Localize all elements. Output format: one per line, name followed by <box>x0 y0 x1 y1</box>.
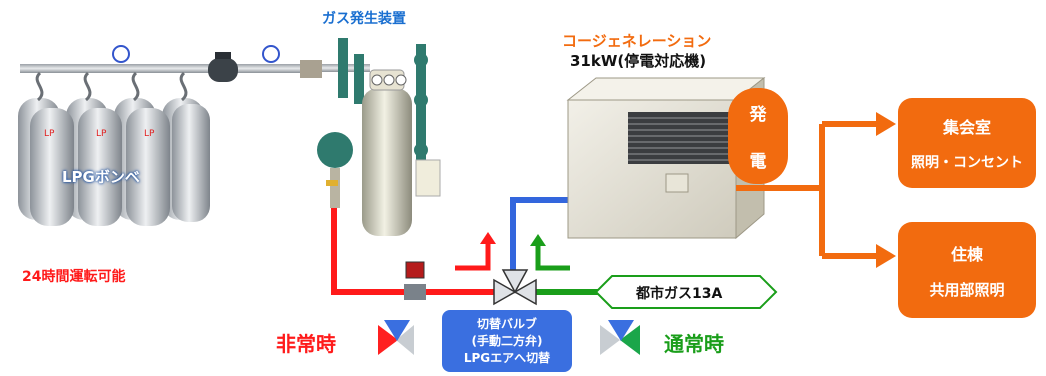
lpg-cylinders: LP LP LP <box>18 45 320 226</box>
header-pipe <box>20 64 320 73</box>
header-valves <box>208 52 322 82</box>
lp-tag-2: LP <box>96 129 107 139</box>
normal-valve-icon <box>600 320 640 355</box>
valve-info-line1: 切替バルブ <box>476 316 537 331</box>
emergency-mode-label: 非常時 <box>276 332 336 356</box>
cogeneration-title: コージェネレーション <box>562 32 712 50</box>
cogen-supply-pipe <box>510 197 568 276</box>
city-gas-label: 都市ガス13A <box>636 286 723 302</box>
pressure-gauge-1 <box>112 45 130 63</box>
unit-grille <box>628 112 732 164</box>
power-badge: 発 電 <box>728 88 788 184</box>
vaporizer-tank <box>362 88 412 236</box>
power-distribution-lines <box>736 121 878 259</box>
power-badge-line1: 発 <box>749 105 767 125</box>
emergency-flow-arrow <box>455 232 496 271</box>
operation-note: 24時間運転可能 <box>22 269 126 285</box>
arrow-to-meeting-room <box>876 112 896 136</box>
valve-info-line3: LPGエアへ切替 <box>463 350 551 365</box>
emergency-valve-icon <box>378 320 414 355</box>
pressure-gauge-2 <box>262 45 280 63</box>
normal-mode-label: 通常時 <box>664 332 724 356</box>
arrow-to-common-area <box>876 244 896 268</box>
gas-meter-display <box>405 261 425 279</box>
output-common-area-detail: 共用部照明 <box>929 280 1005 299</box>
gas-generator <box>317 38 441 236</box>
output-common-area: 住棟 共用部照明 <box>898 222 1036 318</box>
cogeneration-spec: 31kW(停電対応機) <box>570 52 707 70</box>
output-meeting-room: 集会室 照明・コンセント <box>898 98 1036 188</box>
power-badge-line2: 電 <box>749 152 767 172</box>
output-meeting-room-title: 集会室 <box>942 118 991 137</box>
output-meeting-room-detail: 照明・コンセント <box>911 155 1023 171</box>
normal-flow-arrow <box>530 234 570 271</box>
valve-info-box: 切替バルブ (手動二方弁) LPGエアへ切替 <box>442 310 572 372</box>
regulator <box>317 132 353 168</box>
cylinders-label: LPGボンベ <box>62 168 140 186</box>
output-common-area-title: 住棟 <box>950 244 983 264</box>
city-gas-label-frame <box>594 275 778 309</box>
cylinders-front-row <box>30 104 210 226</box>
switching-valve <box>493 269 537 306</box>
lpg-pipe <box>331 208 500 295</box>
gas-generator-title: ガス発生装置 <box>322 11 406 27</box>
lp-tag-1: LP <box>44 129 55 139</box>
gas-meter-body <box>404 284 426 300</box>
lp-tag-3: LP <box>144 129 155 139</box>
cylinder-hoses <box>35 71 188 102</box>
power-badge-shape <box>728 88 788 184</box>
cogeneration-unit <box>566 76 766 240</box>
valve-info-line2: (手動二方弁) <box>471 333 543 348</box>
